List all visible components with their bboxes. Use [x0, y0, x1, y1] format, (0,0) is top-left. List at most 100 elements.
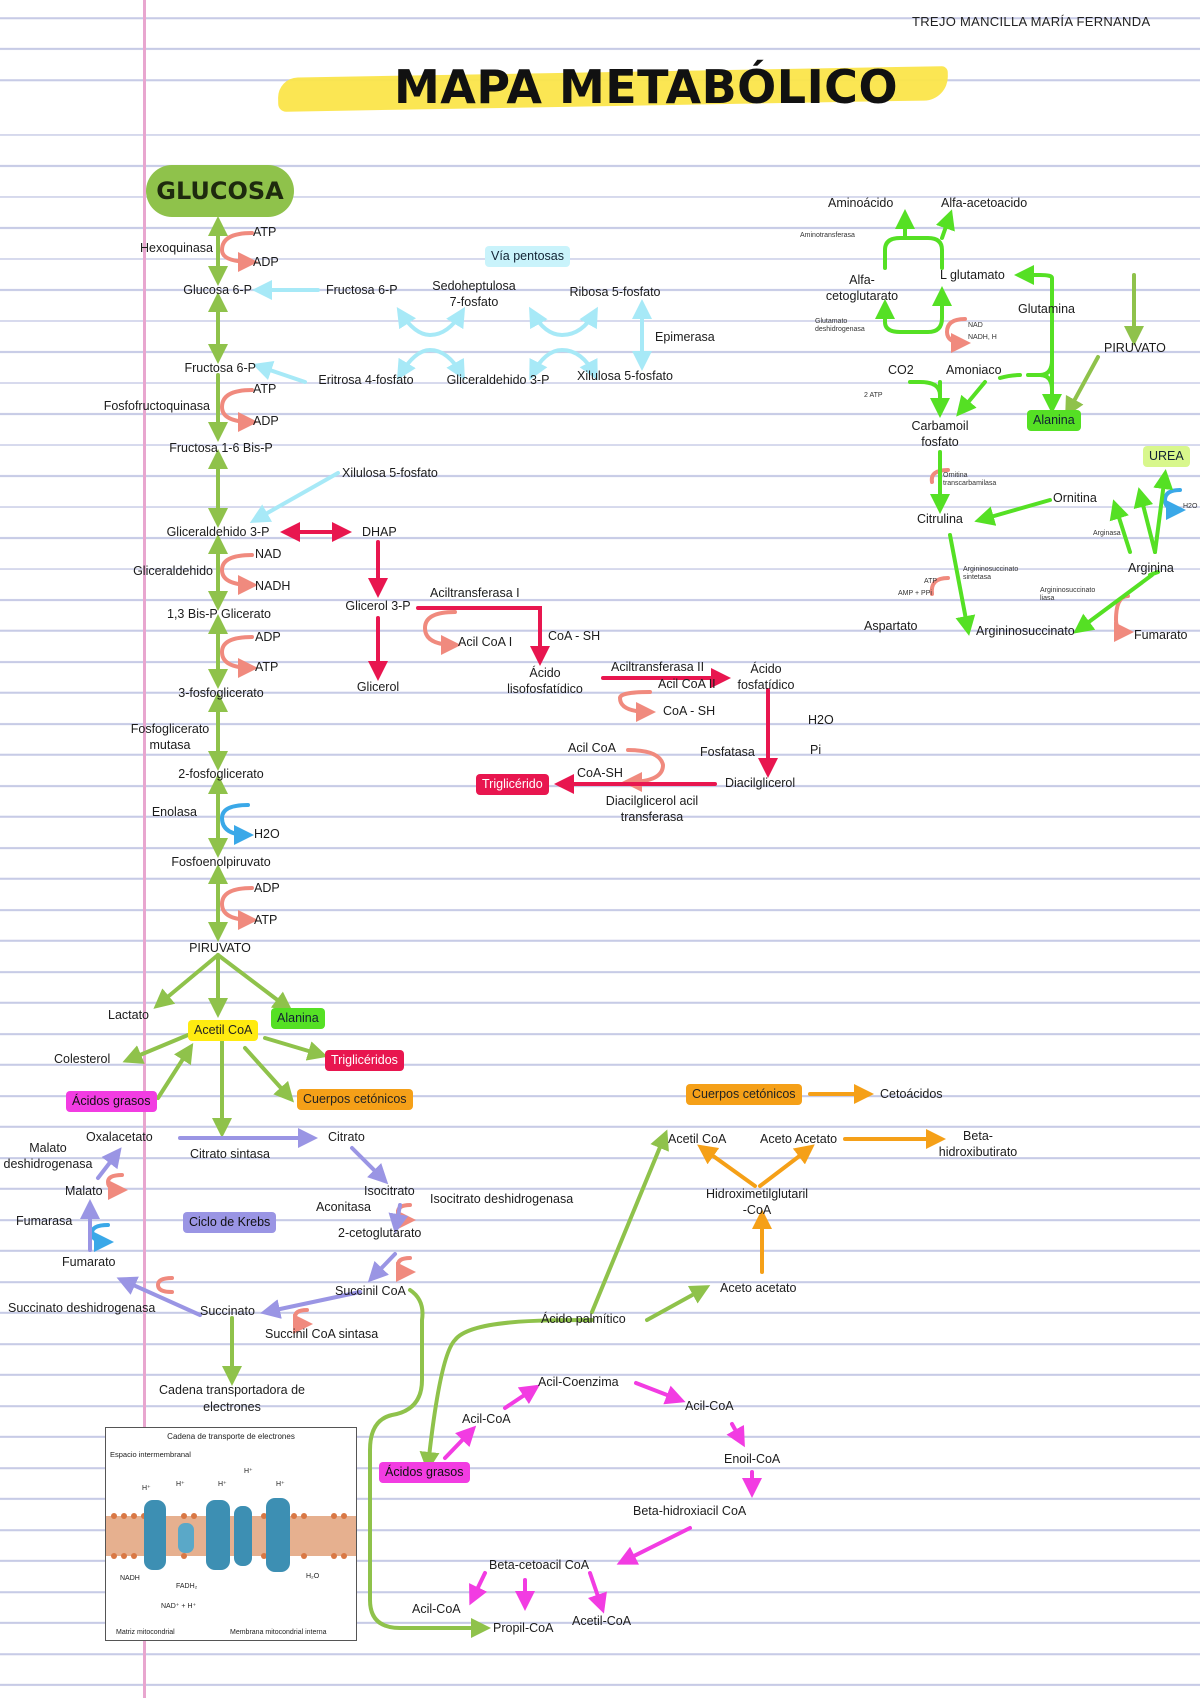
acil-coa-beta-1: Acil-CoA [462, 1412, 511, 1426]
acil-coa-3: Acil CoA [568, 741, 616, 755]
cetoacidos: Cetoácidos [880, 1087, 943, 1101]
ribosa-5-fosfato: Ribosa 5-fosfato [569, 285, 661, 299]
triglicerido-pill: Triglicérido [476, 774, 549, 795]
acidos-grasos-beta-pill: Ácidos grasos [379, 1462, 470, 1483]
alfa-cetoglutarato: Alfa- cetoglutarato [825, 273, 899, 304]
citrato-sintasa: Citrato sintasa [190, 1147, 270, 1161]
propil-coa: Propil-CoA [493, 1621, 554, 1635]
sedoheptulosa: Sedoheptulosa 7-fosfato [432, 279, 516, 310]
aceto-acetato: Aceto Acetato [760, 1132, 838, 1146]
isocitrato: Isocitrato [364, 1184, 415, 1198]
glicerol: Glicerol [356, 680, 400, 694]
acido-palmitico: Ácido palmítico [541, 1312, 626, 1326]
svg-text:NAD⁺ + H⁺: NAD⁺ + H⁺ [161, 1603, 197, 1610]
glutamina: Glutamina [1018, 302, 1075, 316]
alfa-acetoacido: Alfa-acetoacido [941, 196, 1028, 210]
urea-nad: NAD [968, 322, 983, 329]
author-name: TREJO MANCILLA MARÍA FERNANDA [912, 14, 1151, 29]
glycolysis-nad: NAD [255, 547, 282, 561]
diacilglicerol-aciltransferasa: Diacilglicerol acil transferasa [605, 794, 699, 825]
gliceraldehido-enzyme: Gliceraldehido [133, 564, 213, 578]
fosfatasa-label: Fosfatasa [700, 745, 755, 759]
aconitasa: Aconitasa [316, 1200, 371, 1214]
arginasa-tiny: Arginasa [1093, 530, 1121, 537]
succinato-deshidrogenasa: Succinato deshidrogenasa [8, 1301, 156, 1315]
aminotransferasa-tiny: Aminotransferasa [800, 232, 855, 239]
2-cetoglutarato: 2-cetoglutarato [338, 1226, 422, 1240]
acido-lisofosfatidico: Ácido lisofosfatídico [507, 666, 583, 697]
glycolysis-adp-2: ADP [253, 414, 279, 428]
lipids-pi: Pi [810, 743, 822, 757]
succinil-coa-sintasa: Succinil CoA sintasa [265, 1327, 379, 1341]
lipids-h2o: H2O [808, 713, 834, 727]
citrato: Citrato [328, 1130, 365, 1144]
hidroximetilglutaril-coa: Hidroximetilglutaril -CoA [705, 1187, 809, 1218]
enoil-coa: Enoil-CoA [724, 1452, 781, 1466]
aciltransferasa-1: Aciltransferasa I [430, 586, 520, 600]
fosfofructoquinasa-label: Fosfofructoquinasa [103, 399, 210, 413]
acil-coa-beta-2: Acil-CoA [685, 1399, 734, 1413]
glycolysis-atp-1: ATP [253, 225, 277, 239]
succinato: Succinato [200, 1304, 255, 1318]
ciclo-krebs-label: Ciclo de Krebs [183, 1212, 277, 1233]
dhap: DHAP [362, 525, 397, 539]
oxalacetato: Oxalacetato [86, 1130, 153, 1144]
citrulina: Citrulina [917, 512, 963, 526]
piruvato: PIRUVATO [189, 941, 251, 955]
urea-nadh: NADH, H [968, 334, 997, 341]
aminoacido: Aminoácido [828, 196, 894, 210]
svg-text:H⁺: H⁺ [276, 1481, 285, 1488]
lactato: Lactato [108, 1008, 150, 1022]
alanina-pill: Alanina [271, 1008, 325, 1029]
3-fosfoglicerato: 3-fosfoglicerato [178, 686, 264, 700]
diacilglicerol: Diacilglicerol [725, 776, 796, 790]
etc-matrix-label: Matriz mitocondrial [116, 1629, 175, 1636]
svg-text:H⁺: H⁺ [218, 1481, 227, 1488]
coa-sh-1: CoA - SH [548, 629, 601, 643]
enolasa-label: Enolasa [151, 805, 197, 819]
gliceraldehido-3p-pentose: Gliceraldehido 3-P [446, 373, 550, 387]
amp-ppi-tiny: AMP + PPi [898, 590, 932, 597]
page-title: MAPA METABÓLICO [394, 60, 899, 114]
bis-p-glicerato: 1,3 Bis-P Glicerato [167, 607, 271, 621]
succinil-coa: Succinil CoA [335, 1284, 406, 1298]
fosfoglicerato-mutasa: Fosfoglicerato mutasa [130, 722, 210, 753]
ornitina-transcarbamilasa-tiny: Ornitina transcarbamilasa [943, 472, 997, 488]
fumarasa: Fumarasa [16, 1214, 73, 1228]
fructosa-16-bisp: Fructosa 1-6 Bis-P [169, 441, 273, 455]
glycolysis-atp-2: ATP [253, 382, 277, 396]
svg-text:NADH: NADH [120, 1575, 140, 1582]
xilulosa-5-fosfato-a: Xilulosa 5-fosfato [342, 466, 438, 480]
aceto-acetato-2: Aceto acetato [720, 1281, 797, 1295]
electron-transport-figure: Cadena de transporte de electrones Espac… [105, 1427, 357, 1641]
fosfoenolpiruvato: Fosfoenolpiruvato [171, 855, 271, 869]
aciltransferasa-2: Aciltransferasa II [611, 660, 705, 674]
arginina: Arginina [1128, 561, 1174, 575]
malato-deshidrogenasa: Malato deshidrogenasa [3, 1141, 93, 1172]
hexoquinasa-label: Hexoquinasa [140, 241, 213, 255]
svg-text:H⁺: H⁺ [176, 1481, 185, 1488]
acetil-coa-beta: Acetil-CoA [572, 1614, 632, 1628]
glycolysis-atp-3: ATP [255, 660, 279, 674]
acidos-grasos-pill: Ácidos grasos [66, 1091, 157, 1112]
beta-hidroxibutirato: Beta- hidroxibutirato [938, 1129, 1018, 1160]
acil-coa-beta-3: Acil-CoA [412, 1602, 461, 1616]
beta-cetoacil-coa: Beta-cetoacil CoA [489, 1558, 590, 1572]
fructosa-6p-pentose: Fructosa 6-P [326, 283, 398, 297]
acetil-coa-pill: Acetil CoA [188, 1020, 259, 1041]
alanina-urea-pill: Alanina [1027, 410, 1081, 431]
svg-text:H₂O: H₂O [306, 1573, 320, 1580]
etc-membrane-label: Membrana mitocondrial interna [230, 1629, 327, 1636]
etc-caption: Cadena de transporte de electrones [167, 1432, 295, 1441]
trigliceridos-pill: Triglicéridos [325, 1050, 404, 1071]
acil-coa-1: Acil CoA I [458, 635, 513, 649]
argsucc-sintetasa-tiny: Argininosuccinato sintetasa [963, 566, 1019, 582]
cuerpos-cetonicos-pill: Cuerpos cetónicos [686, 1084, 802, 1105]
svg-text:H⁺: H⁺ [244, 1468, 253, 1475]
fumarato-krebs: Fumarato [62, 1255, 116, 1269]
etc-intermembrane-label: Espacio intermembranal [110, 1450, 191, 1459]
beta-hidroxiacil-coa: Beta-hidroxiacil CoA [633, 1504, 747, 1518]
via-pentosas-label: Vía pentosas [485, 246, 570, 267]
